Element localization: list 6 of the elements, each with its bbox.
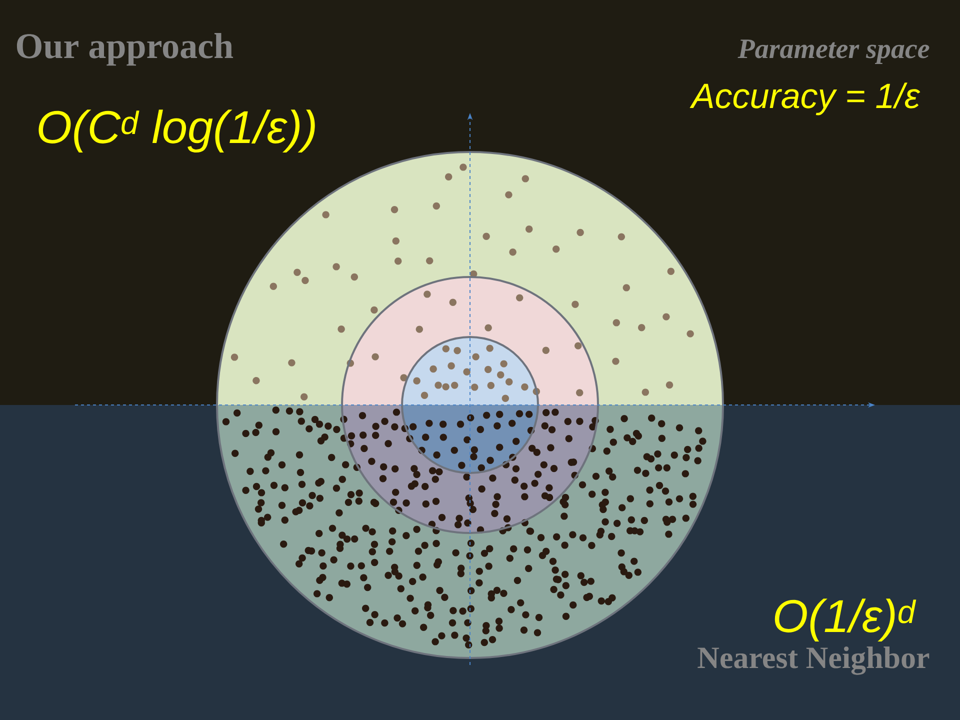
heading: Parameter space — [738, 40, 930, 64]
formula-text: O(1/ε)$^{d}$ — [774, 598, 916, 642]
formula-text: Accuracy = 1/ε — [690, 82, 920, 116]
caption-text: Nearest Neighbor — [698, 646, 930, 675]
formula-text: O(C$^{d}$ log(1/ε)) — [38, 110, 315, 153]
slide-title: Our approach — [16, 33, 234, 66]
